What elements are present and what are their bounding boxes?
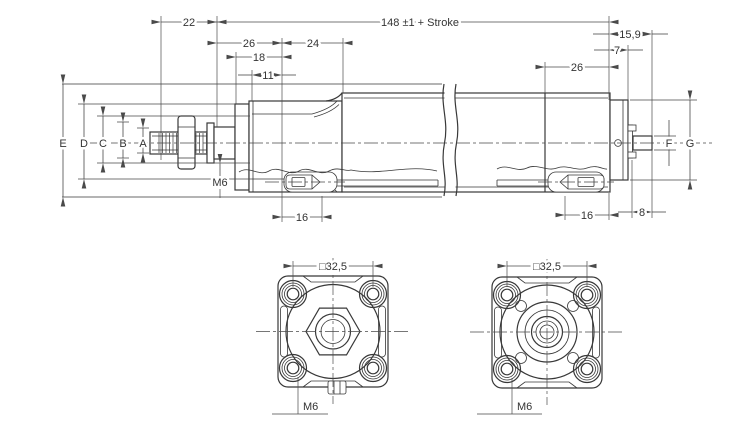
- dim-rear-head-26: 26: [571, 62, 583, 74]
- dim-front-cushion-16: 16: [296, 212, 308, 224]
- dimension-lines: [60, 19, 693, 220]
- front-m6-leader: [272, 377, 328, 415]
- label-rod-thread-m6: M6: [212, 177, 227, 189]
- dim-rod-extension: 22: [183, 17, 195, 29]
- bottom-boss: [327, 380, 347, 395]
- dim-overall-length: 148 ±1 + Stroke: [381, 17, 459, 29]
- letter-dim-g: G: [686, 138, 695, 150]
- front-view-crosshair: [256, 258, 410, 404]
- rod-lock-nut: [177, 115, 196, 170]
- rear-square-dim: [497, 261, 597, 287]
- dim-rear-7: 7: [614, 45, 620, 57]
- letter-dim-c: C: [99, 138, 107, 150]
- letter-dim-d: D: [80, 138, 88, 150]
- letter-dim-b: B: [119, 138, 126, 150]
- front-flange-plate: [234, 103, 250, 191]
- dim-front-head-26: 26: [243, 38, 255, 50]
- letter-dim-e: E: [59, 138, 66, 150]
- rear-cushion-screw-section: [496, 166, 614, 193]
- label-rear-mounting-thread-m6: M6: [517, 401, 532, 413]
- dim-front-24: 24: [307, 38, 319, 50]
- label-front-mounting-thread-m6: M6: [303, 401, 318, 413]
- dim-rear-15-9: 15,9: [619, 29, 640, 41]
- dim-front-bolt-square: □32,5: [319, 261, 347, 273]
- letter-dim-f: F: [666, 138, 673, 150]
- dim-rear-boss-8: 8: [639, 207, 645, 219]
- dim-rear-cushion-16: 16: [581, 210, 593, 222]
- dim-front-18: 18: [253, 52, 265, 64]
- side-view: 22 148 ±1 + Stroke 26 24 18 11 15,9 7 26…: [57, 15, 712, 227]
- dim-rear-bolt-square: □32,5: [533, 261, 561, 273]
- dim-front-11: 11: [262, 70, 273, 82]
- rear-m6-leader: [477, 378, 542, 415]
- front-square-dim: [283, 261, 383, 287]
- front-end-view: □32,5 M6: [256, 258, 410, 416]
- rear-end-view: □32,5 M6: [470, 259, 624, 416]
- rear-view-crosshair: [470, 259, 624, 405]
- rear-plate: [609, 99, 629, 181]
- letter-dim-a: A: [139, 138, 147, 150]
- front-cushion-screw-section: [238, 168, 439, 193]
